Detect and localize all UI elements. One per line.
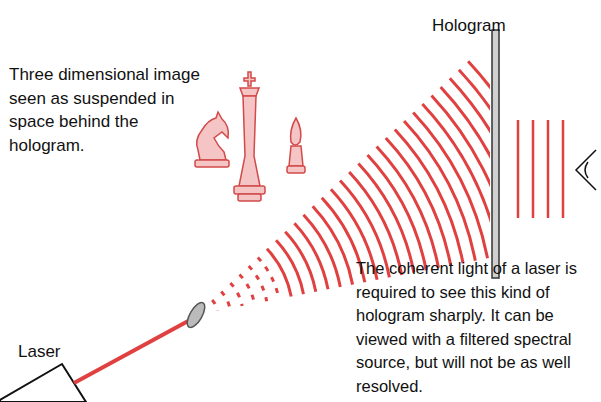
wavefront-arc — [258, 257, 279, 299]
wavefront-arc — [294, 223, 328, 289]
laser-label: Laser — [18, 340, 61, 364]
hologram-label: Hologram — [432, 14, 506, 38]
wavefront-arc — [304, 215, 341, 287]
wavefront-arc — [230, 283, 242, 306]
wavefront-arc — [212, 300, 218, 311]
wavefront-arc — [249, 266, 267, 301]
laser-beam — [74, 320, 190, 383]
laser-note: The coherent light of a laser is require… — [356, 257, 600, 398]
chess-pieces — [195, 72, 305, 201]
lens — [184, 300, 208, 330]
wavefront-arc — [441, 87, 490, 251]
image-note: Three dimensional image seen as suspende… — [9, 63, 209, 157]
wavefront-arc — [240, 274, 255, 303]
wavefront-arc — [459, 70, 490, 247]
wavefront-arc — [285, 232, 316, 292]
wavefront-arc — [313, 206, 353, 284]
wavefront-arc — [468, 61, 490, 244]
plane-waves — [518, 120, 563, 218]
laser-body — [0, 364, 86, 402]
eye — [576, 150, 596, 190]
wavefront-arc — [450, 78, 490, 249]
wavefront-arc — [221, 292, 230, 309]
hologram-plate — [492, 30, 499, 278]
